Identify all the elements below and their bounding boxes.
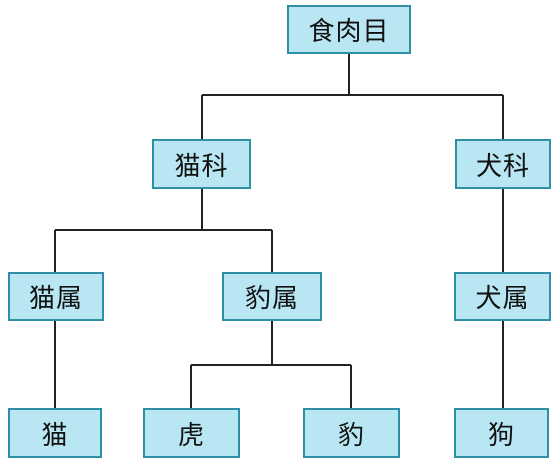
connector-root [201,54,504,139]
node-canis: 犬属 [454,272,551,321]
node-canidae: 犬科 [455,139,551,189]
node-felis: 猫属 [8,272,104,321]
node-felidae: 猫科 [152,139,251,189]
node-leopard: 豹 [303,408,400,458]
node-panthera: 豹属 [222,272,322,321]
node-dog: 狗 [454,408,549,458]
node-cat: 猫 [8,408,102,458]
node-tiger: 虎 [143,408,240,458]
connector-leopard-genus [190,321,352,408]
node-carnivora: 食肉目 [287,5,411,54]
connector-cat-family [54,189,273,272]
